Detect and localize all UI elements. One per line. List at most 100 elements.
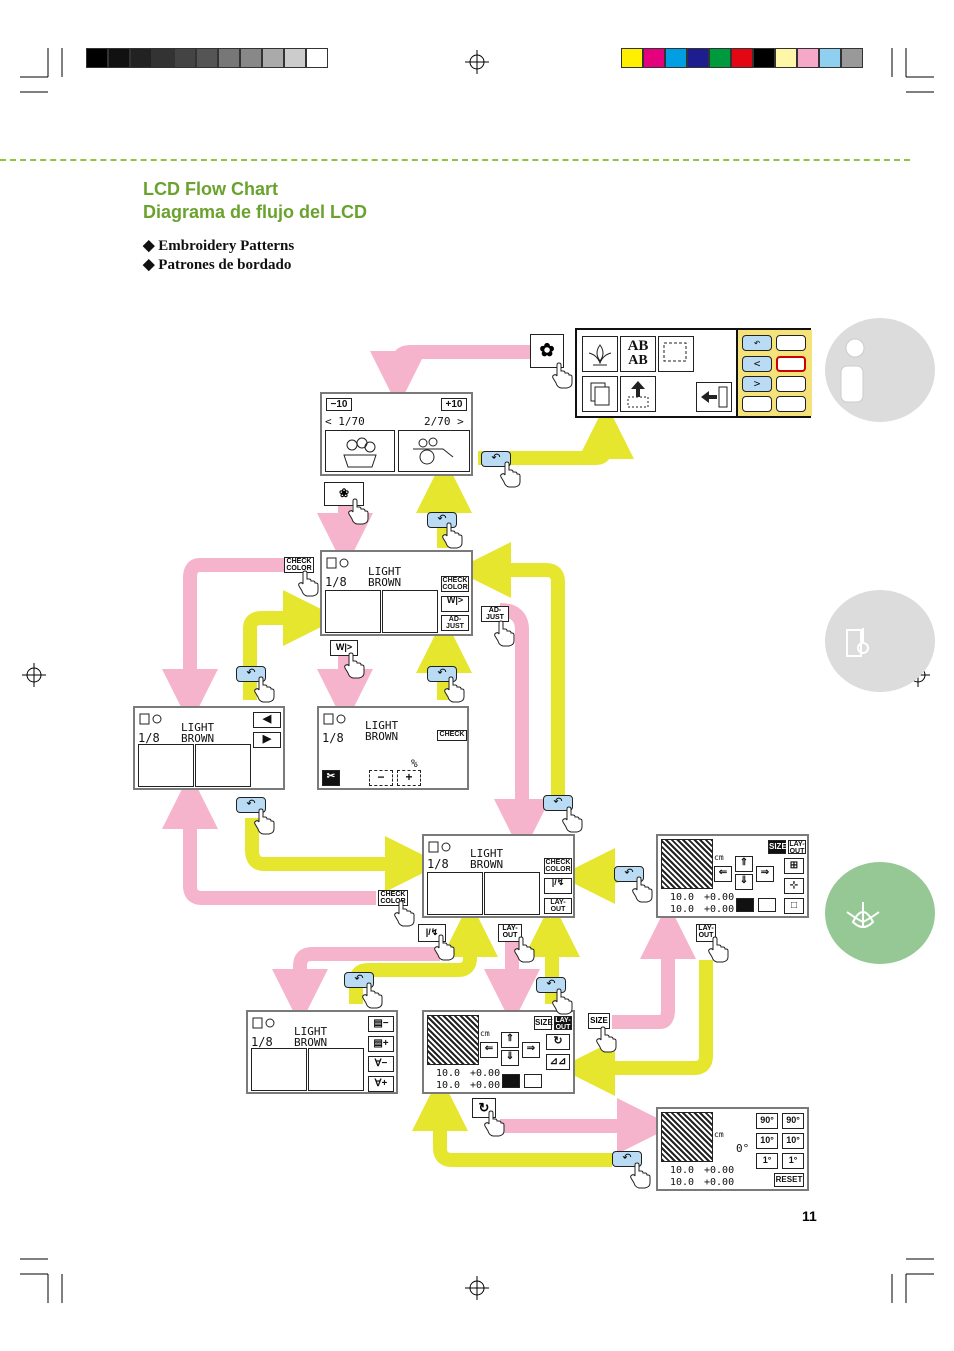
size-button[interactable]: SIZE (768, 840, 787, 854)
back-key-icon[interactable]: ↶ (481, 451, 511, 467)
back-key-icon[interactable]: ↶ (543, 795, 573, 811)
rotate-left-1-button[interactable]: 1° (756, 1153, 778, 1169)
back-button[interactable]: ↶ (742, 335, 772, 351)
arrow-check-to-edit (245, 818, 441, 892)
color-prev-button[interactable]: ◀ (253, 712, 281, 728)
layout-key-icon[interactable]: LAY-OUT (696, 924, 716, 942)
back-key-icon[interactable]: ↶ (344, 972, 374, 988)
needle-screen: 1/8 LIGHT BROWN ▤− ▤+ ∀− ∀+ (246, 1010, 398, 1094)
stretch-up-button[interactable]: ⇑ (735, 856, 753, 872)
tension-down-button[interactable]: ▤− (368, 1016, 394, 1032)
speed-down-button[interactable]: ∀− (368, 1056, 394, 1072)
rotate-button[interactable]: ↻ (546, 1034, 570, 1050)
info-button-2[interactable] (776, 376, 806, 392)
thermometer-icon (846, 628, 869, 657)
check-button[interactable]: CHECK (437, 730, 467, 741)
size-button[interactable]: SIZE (534, 1016, 553, 1030)
arrow-select-to-menu (478, 403, 634, 465)
height-value: 10.0 (436, 1068, 461, 1079)
flower-cart-icon (413, 437, 454, 465)
horizontal-offset: +0.00 (470, 1080, 501, 1091)
back-key-icon[interactable]: ↶ (614, 866, 644, 882)
memory-recall-button[interactable] (582, 376, 618, 412)
move-right-button[interactable]: ⇒ (522, 1042, 540, 1058)
reset-button[interactable]: RESET (774, 1173, 804, 1187)
section-heading-spanish: ◆ Patrones de bordado (143, 257, 292, 273)
check-color-screen: 1/8 LIGHT BROWN ◀ ▶ (133, 706, 285, 790)
stretch-down-button[interactable]: ⇓ (735, 874, 753, 890)
back-key-icon[interactable]: ↶ (236, 666, 266, 682)
start-point-button[interactable] (524, 1074, 542, 1088)
rotate-right-10-button[interactable]: 10° (782, 1133, 804, 1149)
card-recall-button[interactable] (620, 376, 656, 412)
memory-icon (590, 382, 610, 406)
unit-label: cm (480, 1029, 490, 1038)
pattern-thumbnail-basket[interactable] (325, 430, 395, 472)
info-button-3[interactable] (776, 396, 806, 412)
help-button[interactable] (776, 356, 806, 372)
setting-button[interactable] (742, 396, 772, 412)
needle-key-icon[interactable]: W|> (330, 640, 358, 656)
enlarge-button[interactable]: ⊞ (784, 858, 804, 874)
back-key-icon[interactable]: ↶ (612, 1151, 642, 1167)
back-key-icon[interactable]: ↶ (236, 797, 266, 813)
ab-label-small: AB (628, 353, 648, 368)
needle-button[interactable]: |/↯ (544, 878, 572, 894)
presser-foot-icon (326, 557, 349, 569)
width-value: 10.0 (670, 904, 695, 915)
move-down-button[interactable]: ⇓ (501, 1050, 519, 1066)
adjust-button[interactable]: AD-JUST (441, 615, 469, 631)
pattern-category-alphabet[interactable]: AB AB (620, 336, 656, 372)
increase-button[interactable]: + (397, 770, 421, 786)
width-value: 10.0 (670, 1177, 695, 1188)
rotate-left-10-button[interactable]: 10° (756, 1133, 778, 1149)
layout-button[interactable]: LAY-OUT (788, 840, 806, 855)
adjust-screen: 1/8 LIGHT BROWN CHECK % ✂ − + (317, 706, 469, 790)
cut-toggle-button[interactable]: ✂ (322, 770, 340, 786)
shrink-width-button[interactable]: ⇐ (714, 866, 732, 882)
flower-key-icon[interactable]: ✿ (530, 334, 564, 368)
start-point-button[interactable] (758, 898, 776, 912)
layout-button[interactable]: LAY-OUT (544, 898, 572, 914)
pattern-thumbnail-cart[interactable] (398, 430, 470, 472)
move-left-button[interactable]: ⇐ (480, 1042, 498, 1058)
size-screen: cm SIZE LAY-OUT ⇐ ⇑ ⇓ ⇒ ⊞ ⊹ □ 10.0 10.0 … (656, 834, 809, 918)
page-next-button[interactable]: > (742, 376, 772, 392)
move-up-button[interactable]: ⇑ (501, 1032, 519, 1048)
size-key-icon[interactable]: SIZE (588, 1013, 610, 1029)
pattern-category-flower[interactable] (582, 336, 618, 372)
rotate-left-90-button[interactable]: 90° (756, 1113, 778, 1129)
presser-foot-icon (252, 1017, 275, 1029)
vertical-offset: +0.00 (704, 892, 735, 903)
minus-10-button[interactable]: −10 (326, 398, 352, 411)
square-button[interactable]: □ (784, 898, 804, 914)
info-button-1[interactable] (776, 335, 806, 351)
layout-button[interactable]: LAY-OUT (554, 1016, 572, 1031)
speed-up-button[interactable]: ∀+ (368, 1076, 394, 1092)
needle-adjust-button[interactable]: W|> (441, 596, 469, 612)
pattern-category-frame[interactable] (658, 336, 694, 372)
color-name-line2: BROWN (181, 732, 215, 745)
trial-button[interactable] (736, 898, 754, 912)
plus-10-button[interactable]: +10 (441, 398, 467, 411)
color-next-button[interactable]: ▶ (253, 732, 281, 748)
rotate-right-1-button[interactable]: 1° (782, 1153, 804, 1169)
decrease-button[interactable]: − (369, 770, 393, 786)
adjust-key-icon[interactable]: AD-JUST (481, 606, 509, 622)
exit-embroidery-button[interactable] (696, 382, 732, 412)
rotate-right-90-button[interactable]: 90° (782, 1113, 804, 1129)
tension-up-button[interactable]: ▤+ (368, 1036, 394, 1052)
mirror-button[interactable]: ⊿⊿ (546, 1054, 570, 1070)
percent-label: % (411, 757, 418, 770)
page-prev-button[interactable]: < (742, 356, 772, 372)
trial-button[interactable] (502, 1074, 520, 1088)
layout-preview (427, 1015, 479, 1065)
reduce-button[interactable]: ⊹ (784, 878, 804, 894)
layout-key-icon[interactable]: LAY-OUT (498, 924, 522, 942)
stretch-right-button[interactable]: ⇒ (756, 866, 774, 882)
